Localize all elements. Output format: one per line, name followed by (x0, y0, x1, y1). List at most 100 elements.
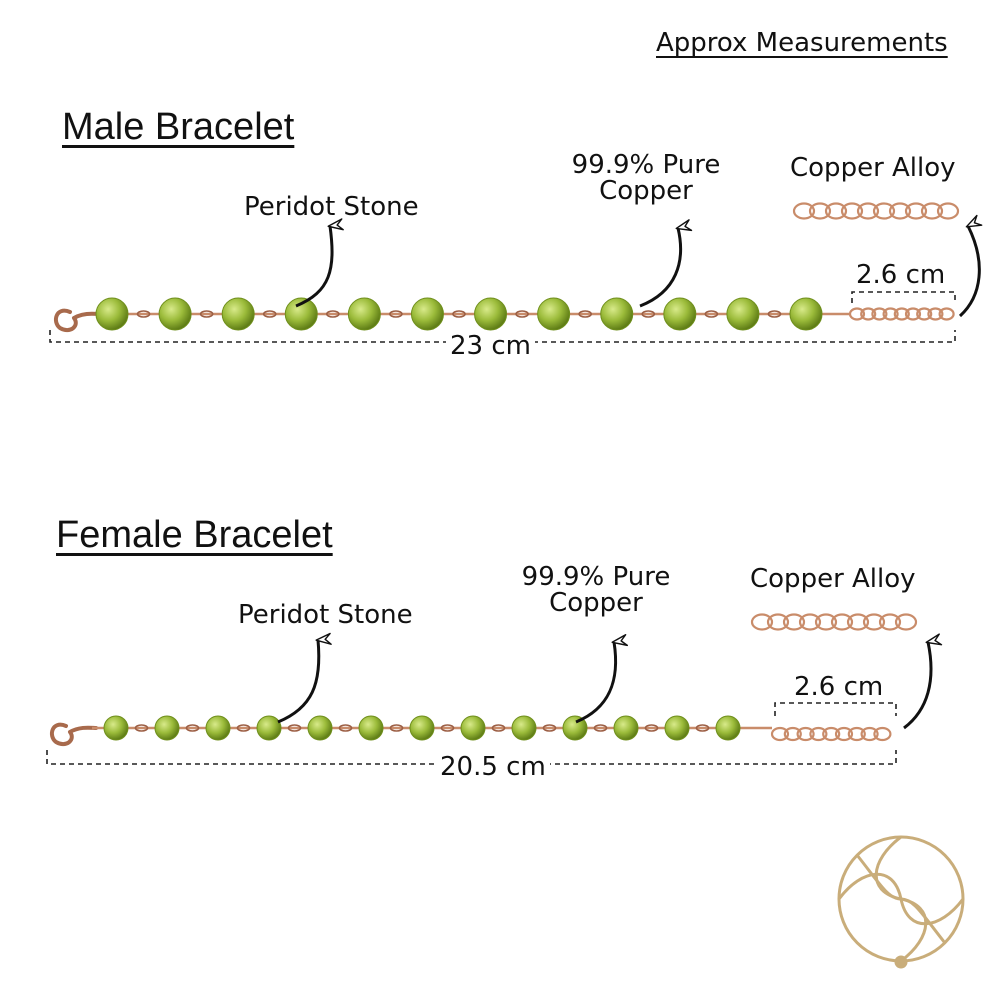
female-alloy-chain-link (766, 613, 790, 631)
male-wire-knot (767, 310, 782, 318)
male-alloy-chain-link (872, 202, 896, 220)
female-wire-knot (440, 724, 455, 732)
male-wire-knot (452, 310, 466, 318)
male-peridot-bead (663, 297, 697, 331)
female-stone-arrow (277, 632, 332, 724)
female-wire-knot (134, 724, 149, 732)
male-alloy-chain-link (808, 202, 832, 220)
male-chain-link (882, 307, 899, 321)
male-alloy-chain-link (888, 202, 912, 220)
male-bracelet-graphic (49, 202, 983, 343)
male-peridot-bead (347, 297, 381, 331)
female-chain-link (770, 726, 790, 742)
male-alloy-chain-link (840, 202, 864, 220)
male-peridot-bead (95, 297, 129, 331)
female-chain-link (873, 726, 892, 742)
female-copper-label: 99.9% Pure Copper (520, 564, 672, 616)
male-alloy-arrow (958, 214, 983, 318)
female-extension-dimension-line (774, 702, 897, 716)
male-copper-label: 99.9% Pure Copper (570, 152, 722, 204)
female-chain-link (847, 726, 866, 742)
female-copper-label-line1: 99.9% Pure (521, 562, 671, 592)
approx-measurements-note: Approx Measurements (656, 28, 948, 58)
male-peridot-bead (789, 297, 823, 331)
male-chain-link (871, 307, 888, 321)
female-wire-knot (236, 724, 251, 732)
female-extension-chain (770, 726, 892, 742)
male-wire-knot (704, 310, 719, 318)
female-peridot-bead (715, 715, 741, 741)
male-extension-length: 2.6 cm (856, 260, 946, 290)
female-peridot-bead (409, 715, 435, 741)
female-peridot-bead (664, 715, 690, 741)
male-peridot-bead (284, 297, 318, 331)
female-peridot-bead (613, 715, 639, 741)
male-clasp (53, 308, 100, 333)
female-peridot-bead (358, 715, 384, 741)
female-wire-knot (491, 724, 506, 732)
male-alloy-chain-link (792, 202, 816, 220)
male-peridot-bead (474, 297, 508, 331)
female-alloy-arrow (903, 633, 943, 730)
male-chain-link (927, 307, 944, 321)
female-wire-knot (644, 724, 659, 732)
male-chain-link (904, 307, 922, 321)
male-wire-knot (326, 310, 340, 318)
female-peridot-bead (154, 715, 180, 741)
male-alloy-chain-link (936, 202, 960, 220)
female-peridot-label: Peridot Stone (238, 600, 413, 630)
female-chain-link (860, 726, 879, 742)
female-beads (103, 715, 741, 741)
male-alloy-label: Copper Alloy (790, 153, 956, 183)
female-alloy-chain-link (750, 613, 774, 631)
female-alloy-chain-link (830, 613, 854, 631)
male-wire-knot (578, 310, 592, 318)
male-wire-knot (262, 310, 277, 318)
female-alloy-chain-sample (750, 613, 918, 631)
male-peridot-bead (600, 297, 634, 331)
female-bracelet-graphic (46, 613, 943, 765)
male-peridot-bead (221, 297, 255, 331)
male-alloy-chain-link (856, 202, 880, 220)
male-chain-link (860, 307, 877, 321)
female-copper-label-line2: Copper (549, 588, 643, 618)
male-alloy-chain-sample (792, 202, 960, 220)
female-extension-length: 2.6 cm (794, 672, 884, 702)
male-peridot-bead (158, 297, 192, 331)
female-peridot-bead (511, 715, 537, 741)
female-chain-link (783, 726, 802, 742)
male-wire-knot (389, 310, 403, 318)
female-alloy-chain-link (798, 613, 822, 631)
male-chain-link (893, 307, 910, 321)
male-chain-link (938, 307, 955, 321)
male-wire-knot (199, 310, 214, 318)
male-chain-link (916, 307, 933, 321)
male-alloy-chain-link (824, 202, 848, 220)
female-wire-knot (287, 724, 302, 732)
male-extension-chain (848, 307, 955, 321)
female-peridot-bead (205, 715, 231, 741)
female-alloy-chain-link (862, 613, 886, 631)
female-alloy-chain-link (846, 613, 870, 631)
female-copper-arrow (575, 633, 629, 724)
brand-logo (837, 835, 965, 969)
female-alloy-chain-link (878, 613, 902, 631)
female-peridot-bead (460, 715, 486, 741)
male-extension-dimension-line (851, 291, 956, 303)
male-copper-label-line2: Copper (599, 176, 693, 206)
male-beads (95, 297, 823, 331)
male-wire-knot (136, 310, 151, 318)
male-stone-arrow (295, 218, 344, 308)
male-bracelet-title: Male Bracelet (62, 106, 295, 148)
male-alloy-chain-link (920, 202, 944, 220)
male-total-length: 23 cm (446, 333, 535, 359)
female-peridot-bead (307, 715, 333, 741)
male-wire-knot (515, 310, 529, 318)
female-wire-knot (389, 724, 404, 732)
male-total-dimension-line (49, 330, 956, 343)
female-peridot-bead (256, 715, 282, 741)
male-copper-arrow (639, 219, 693, 308)
female-wire-knot (338, 724, 353, 732)
male-alloy-chain-link (904, 202, 928, 220)
